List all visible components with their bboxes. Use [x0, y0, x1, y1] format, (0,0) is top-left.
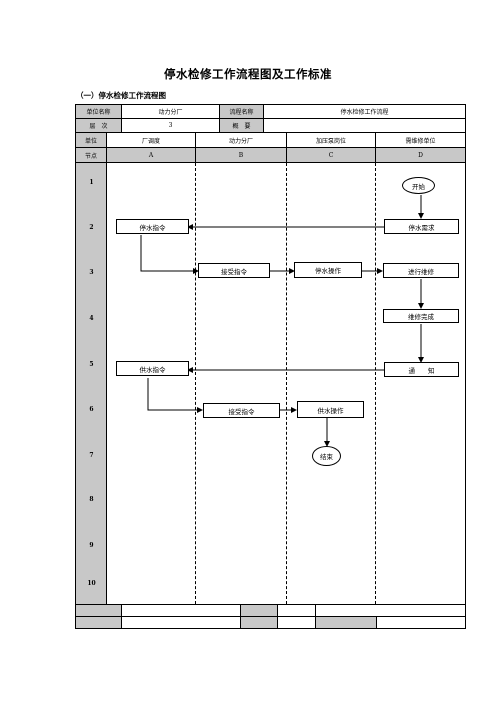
lane-header-a: 厂调度 — [107, 133, 196, 148]
flow-name-value: 停水检修工作流程 — [264, 105, 465, 119]
nodes-label: 节点 — [76, 148, 107, 163]
footer-cell — [377, 617, 465, 628]
summary-label: 概 要 — [220, 119, 264, 133]
level-value: 3 — [122, 119, 220, 133]
row-number: 10 — [87, 580, 96, 587]
unit-name-label: 单位名称 — [76, 105, 122, 119]
flowchart-table: 单位名称 动力分厂 流程名称 停水检修工作流程 层 次 3 概 要 单位 厂调度… — [75, 104, 466, 629]
footer-cell — [278, 604, 316, 617]
step-b6: 接受指令 — [203, 403, 280, 418]
step-b3: 接受指令 — [198, 263, 270, 278]
footer-cell — [278, 617, 316, 628]
row-number: 8 — [89, 496, 94, 503]
row-number: 5 — [89, 361, 94, 368]
step-d5: 通 知 — [384, 362, 459, 377]
lane-header-b: 动力分厂 — [196, 133, 287, 148]
row-number: 3 — [89, 269, 94, 276]
footer-cell — [316, 617, 377, 628]
row-number: 9 — [89, 542, 94, 549]
lane-header-d: 需维修单位 — [376, 133, 465, 148]
row-number: 6 — [89, 406, 94, 413]
step-d4: 维修完成 — [383, 309, 459, 323]
step-d3: 进行维修 — [383, 263, 459, 278]
lane-b — [196, 163, 287, 604]
lane-header-c: 加压泵岗位 — [287, 133, 376, 148]
step-a2: 停水指令 — [116, 219, 189, 234]
flow-name-label: 流程名称 — [220, 105, 264, 119]
section-subtitle: （一）停水检修工作流程图 — [76, 91, 166, 100]
end-node: 结束 — [312, 446, 341, 466]
flow-connectors — [140, 195, 424, 447]
step-c3: 停水操作 — [294, 262, 362, 278]
step-c6: 供水操作 — [297, 401, 364, 418]
footer-cell — [122, 617, 241, 628]
units-label: 单位 — [76, 133, 107, 148]
level-label: 层 次 — [76, 119, 122, 133]
footer-cell — [316, 604, 465, 617]
step-a5: 供水指令 — [116, 361, 189, 376]
node-letter-b: B — [196, 148, 287, 163]
row-number: 4 — [89, 315, 94, 322]
summary-value — [264, 119, 465, 133]
footer-cell — [76, 617, 122, 628]
node-letter-d: D — [376, 148, 465, 163]
footer-cell — [76, 604, 122, 617]
row-number-column — [76, 163, 107, 604]
start-node: 开始 — [402, 177, 435, 194]
lane-a — [107, 163, 196, 604]
row-number: 2 — [89, 224, 94, 231]
lane-c — [287, 163, 376, 604]
unit-name-value: 动力分厂 — [122, 105, 220, 119]
step-d2: 停水需求 — [384, 219, 459, 234]
node-letter-a: A — [107, 148, 196, 163]
page-title: 停水检修工作流程图及工作标准 — [164, 67, 332, 81]
row-number: 1 — [89, 179, 94, 186]
node-letter-c: C — [287, 148, 376, 163]
row-number: 7 — [89, 452, 94, 459]
footer-cell — [241, 604, 278, 617]
footer-cell — [122, 604, 241, 617]
footer-cell — [241, 617, 278, 628]
